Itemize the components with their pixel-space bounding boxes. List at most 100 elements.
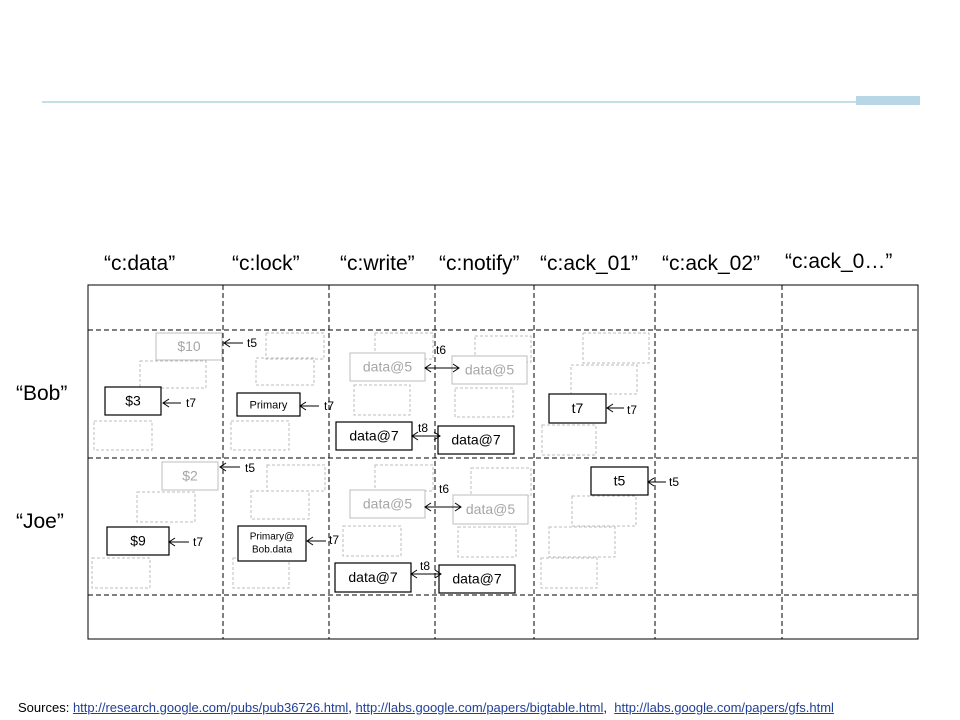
version-placeholder-6 [353, 384, 411, 416]
bob-data-old-text: $10 [177, 338, 201, 354]
version-placeholder-12 [136, 491, 196, 523]
joe-write-old-text: data@5 [363, 496, 412, 512]
joe-lock-text-line2: Bob.data [252, 545, 292, 556]
column-header-ack-0n: “c:ack_0…” [785, 250, 893, 273]
bob-lock-arrow-head [299, 401, 307, 411]
version-placeholder-23 [540, 557, 598, 589]
joe-ack-arrow-head [647, 477, 655, 487]
sources-label: Sources: [18, 700, 70, 715]
bob-ack-ts: t7 [627, 403, 637, 417]
joe-data-old-ts: t5 [245, 461, 255, 475]
sources-line: Sources: http://research.google.com/pubs… [18, 700, 834, 715]
bob-write-old-ts: t6 [436, 343, 446, 357]
joe-lock-box [237, 525, 307, 562]
version-placeholder-3 [255, 357, 315, 386]
bob-data-new-ts: t7 [186, 396, 196, 410]
version-placeholder-9 [582, 332, 650, 364]
joe-data-new-text: $9 [130, 533, 146, 549]
joe-lock-arrow-head [306, 536, 314, 546]
joe-write-new-arrow-head-right [434, 569, 442, 579]
version-placeholder-19 [470, 467, 532, 497]
version-placeholder-8 [454, 387, 514, 418]
bob-lock-text: Primary [250, 399, 288, 411]
version-placeholder-2 [265, 332, 325, 360]
bob-ack-box [548, 393, 607, 424]
bob-notify-old-text: data@5 [465, 362, 514, 378]
joe-write-old-arrow-head-left [424, 502, 432, 512]
source-link-percolator[interactable]: http://research.google.com/pubs/pub36726… [72, 700, 349, 715]
joe-data-new-arrow-head [168, 537, 176, 547]
joe-notify-new-box [438, 564, 516, 594]
joe-write-new-arrow-head-left [410, 569, 418, 579]
column-header-lock: “c:lock” [232, 252, 300, 275]
bob-data-old-arrow-head [223, 338, 231, 348]
joe-write-new-box [334, 562, 412, 593]
joe-notify-old-box [452, 494, 529, 525]
joe-ack-text: t5 [614, 473, 626, 489]
version-placeholder-16 [232, 557, 290, 589]
version-placeholder-4 [230, 420, 290, 451]
version-placeholder-0 [139, 360, 207, 389]
bob-write-old-arrow-head-left [424, 363, 432, 373]
joe-lock-text-line1: Primary@ [250, 532, 295, 543]
source-link-bigtable[interactable]: http://labs.google.com/papers/bigtable.h… [355, 700, 604, 715]
version-placeholder-15 [250, 490, 310, 520]
joe-ack-ts: t5 [669, 475, 679, 489]
joe-write-old-arrow-head-right [454, 502, 462, 512]
table-frame [87, 284, 919, 640]
version-placeholder-11 [541, 424, 597, 456]
joe-notify-old-text: data@5 [466, 501, 515, 517]
bob-write-new-box [335, 421, 413, 451]
bigtable-diagram: $10 t5 $3 t7 Primary t7 data@5 data@5 t6 data@7 da… [87, 284, 919, 640]
source-link-gfs[interactable]: http://labs.google.com/papers/gfs.html [614, 700, 834, 715]
version-placeholder-17 [374, 464, 434, 492]
row-label-joe: “Joe” [16, 510, 64, 533]
version-placeholder-22 [548, 526, 616, 558]
bob-data-new-arrow-head [162, 398, 170, 408]
bob-write-old-text: data@5 [363, 359, 412, 375]
column-header-notify: “c:notify” [439, 252, 520, 275]
joe-write-old-box [349, 489, 426, 519]
column-header-ack-02: “c:ack_02” [662, 252, 761, 275]
bob-ack-arrow-head [606, 403, 614, 413]
bob-notify-old-box [451, 355, 528, 385]
row-label-bob: “Bob” [16, 382, 68, 405]
bob-write-new-arrow-head-left [411, 431, 419, 441]
bob-notify-new-box [437, 425, 515, 455]
bob-lock-box [236, 392, 301, 417]
bob-data-old-box [155, 332, 223, 361]
joe-lock-ts: t7 [329, 533, 339, 547]
header-divider-line [42, 101, 857, 103]
bob-data-new-text: $3 [125, 393, 141, 409]
bob-data-old-ts: t5 [247, 336, 257, 350]
joe-notify-new-text: data@7 [452, 571, 501, 587]
joe-ack-box [590, 466, 649, 496]
version-placeholder-20 [457, 526, 517, 558]
joe-write-new-ts: t8 [420, 559, 430, 573]
bob-write-old-arrow-head-right [452, 363, 460, 373]
version-placeholder-13 [91, 557, 151, 589]
version-placeholder-14 [266, 464, 326, 492]
joe-data-old-box [161, 461, 219, 491]
bob-ack-text: t7 [572, 400, 584, 416]
column-header-ack-01: “c:ack_01” [540, 252, 639, 275]
bob-write-new-arrow-head-right [433, 431, 441, 441]
joe-data-old-text: $2 [182, 468, 198, 484]
joe-data-new-ts: t7 [193, 535, 203, 549]
bob-write-new-text: data@7 [349, 428, 398, 444]
column-header-data: “c:data” [104, 252, 176, 275]
bob-lock-ts: t7 [324, 399, 334, 413]
version-placeholder-1 [93, 420, 153, 451]
bob-notify-new-text: data@7 [451, 432, 500, 448]
joe-write-old-ts: t6 [439, 482, 449, 496]
joe-data-old-arrow-head [219, 462, 227, 472]
bob-write-old-box [349, 352, 426, 382]
version-placeholder-10 [570, 364, 638, 395]
version-placeholder-21 [571, 495, 637, 527]
joe-data-new-box [106, 526, 170, 556]
version-placeholder-18 [342, 525, 402, 557]
header-accent-block [856, 96, 920, 105]
column-header-write: “c:write” [340, 252, 415, 275]
bob-write-new-ts: t8 [418, 421, 428, 435]
